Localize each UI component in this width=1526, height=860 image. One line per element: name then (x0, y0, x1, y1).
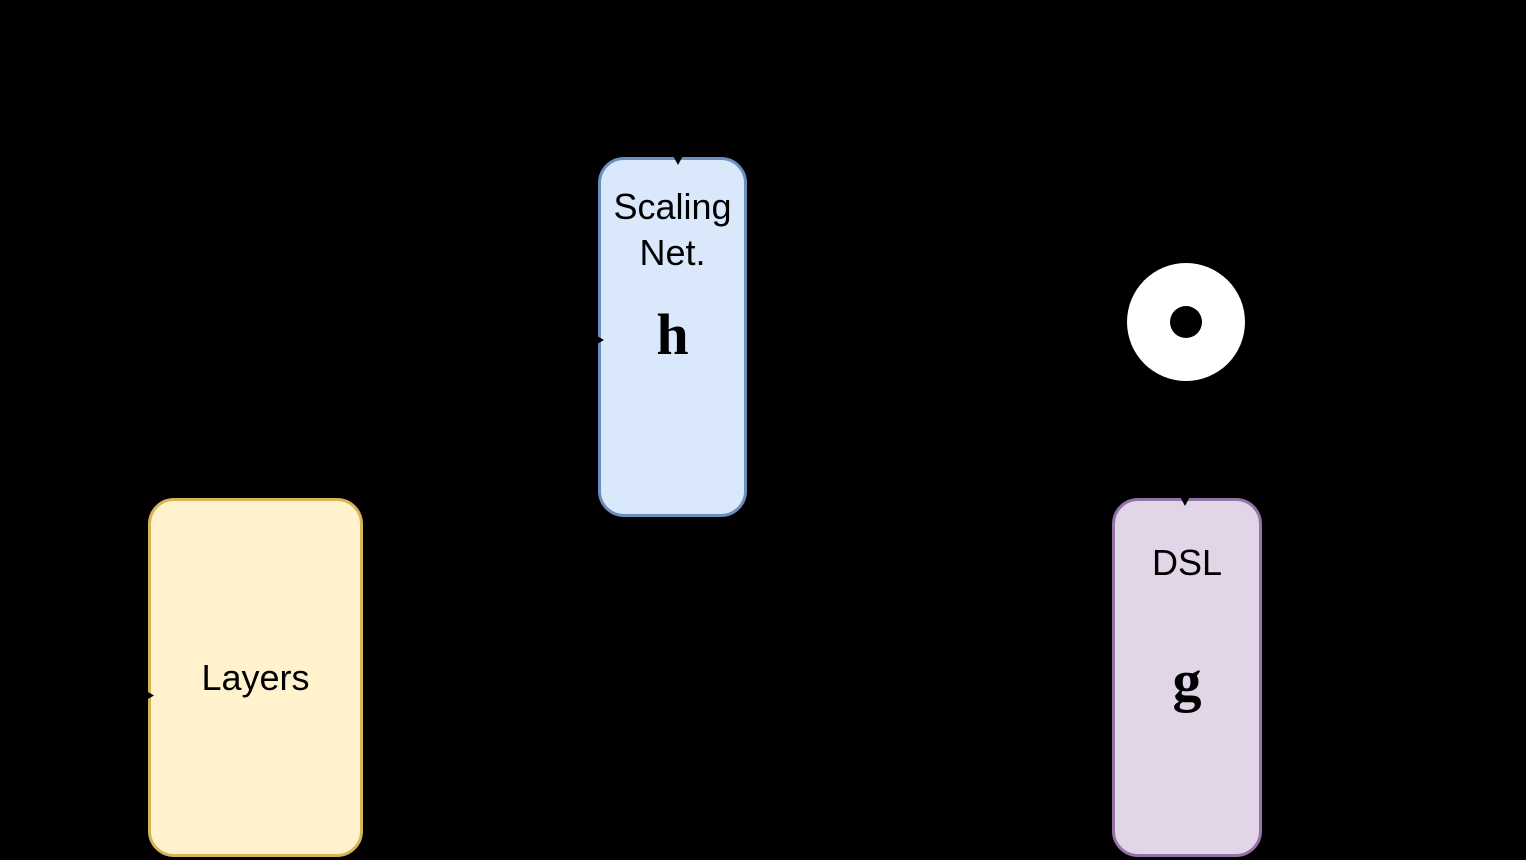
elementwise-product-dot (1170, 306, 1202, 338)
dsl-label: DSL (1151, 542, 1223, 583)
scaling-net-label-line1: Scaling (613, 186, 732, 227)
layers-label: Layers (201, 656, 310, 698)
layers-node: Layers (148, 498, 363, 857)
dsl-function-symbol: g (1172, 648, 1202, 713)
scaling-net-label-line2: Net. (639, 232, 706, 273)
elementwise-product-icon (1127, 263, 1245, 381)
dsl-node: DSL g (1112, 498, 1262, 857)
scaling-net-function-symbol: h (656, 302, 689, 367)
